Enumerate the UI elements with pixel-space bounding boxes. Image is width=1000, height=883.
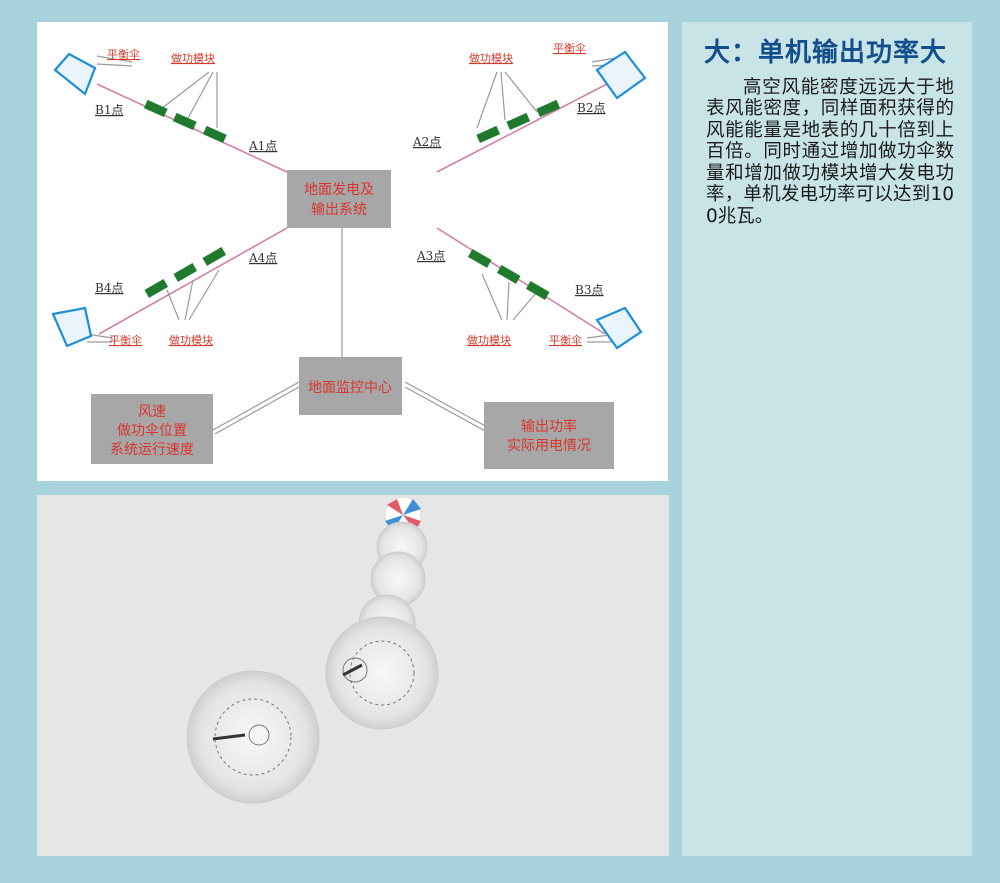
module-label-tl: 做功模块 <box>171 51 215 65</box>
photo-svg <box>186 496 439 804</box>
balance-label-tl: 平衡伞 <box>107 47 140 61</box>
point-label-a4: A4点 <box>248 251 277 265</box>
diagram-svg: 地面发电及 输出系统 地面监控中心 风速 做功伞位置 系统运行速度 输出功率 实… <box>51 41 647 469</box>
monitor-box-label: 地面监控中心 <box>308 380 392 396</box>
point-label-b4: B4点 <box>95 281 123 295</box>
point-label-b3: B3点 <box>575 283 603 297</box>
parachute-photo <box>37 495 669 856</box>
left-box-line-2: 做功伞位置 <box>117 422 187 439</box>
balance-parachutes <box>51 50 647 350</box>
balance-label-tr: 平衡伞 <box>553 41 586 55</box>
right-box-line-2: 实际用电情况 <box>507 438 591 454</box>
right-box-line-1: 输出功率 <box>521 418 577 435</box>
point-label-b2: B2点 <box>577 101 605 115</box>
work-modules <box>143 99 561 300</box>
module-label-tr: 做功模块 <box>469 51 513 65</box>
point-label-a3: A3点 <box>416 249 445 263</box>
center-box <box>287 170 391 228</box>
module-label-br: 做功模块 <box>467 333 511 347</box>
balance-label-bl: 平衡伞 <box>109 333 142 347</box>
left-box-line-1: 风速 <box>138 404 166 420</box>
center-box-line-1: 地面发电及 <box>304 182 374 198</box>
panel-title: 大：单机输出功率大 <box>704 38 948 68</box>
point-label-a2: A2点 <box>412 135 441 149</box>
balance-label-br: 平衡伞 <box>549 333 582 347</box>
monitor-box <box>299 357 402 415</box>
left-info-box <box>91 394 213 464</box>
system-diagram: 地面发电及 输出系统 地面监控中心 风速 做功伞位置 系统运行速度 输出功率 实… <box>37 22 668 481</box>
center-box-line-2: 输出系统 <box>311 202 367 218</box>
left-box-line-3: 系统运行速度 <box>110 442 194 458</box>
point-label-a1: A1点 <box>248 139 277 153</box>
panel-body: 高空风能密度远远大于地表风能密度，同样面积获得的风能能量是地表的几十倍到上百倍。… <box>706 77 954 227</box>
description-panel: 大：单机输出功率大 高空风能密度远远大于地表风能密度，同样面积获得的风能能量是地… <box>682 22 972 856</box>
right-info-box <box>484 402 614 469</box>
point-label-b1: B1点 <box>95 103 123 117</box>
module-label-bl: 做功模块 <box>169 333 213 347</box>
work-parachute-chain <box>186 521 439 804</box>
chute-details <box>212 640 415 776</box>
